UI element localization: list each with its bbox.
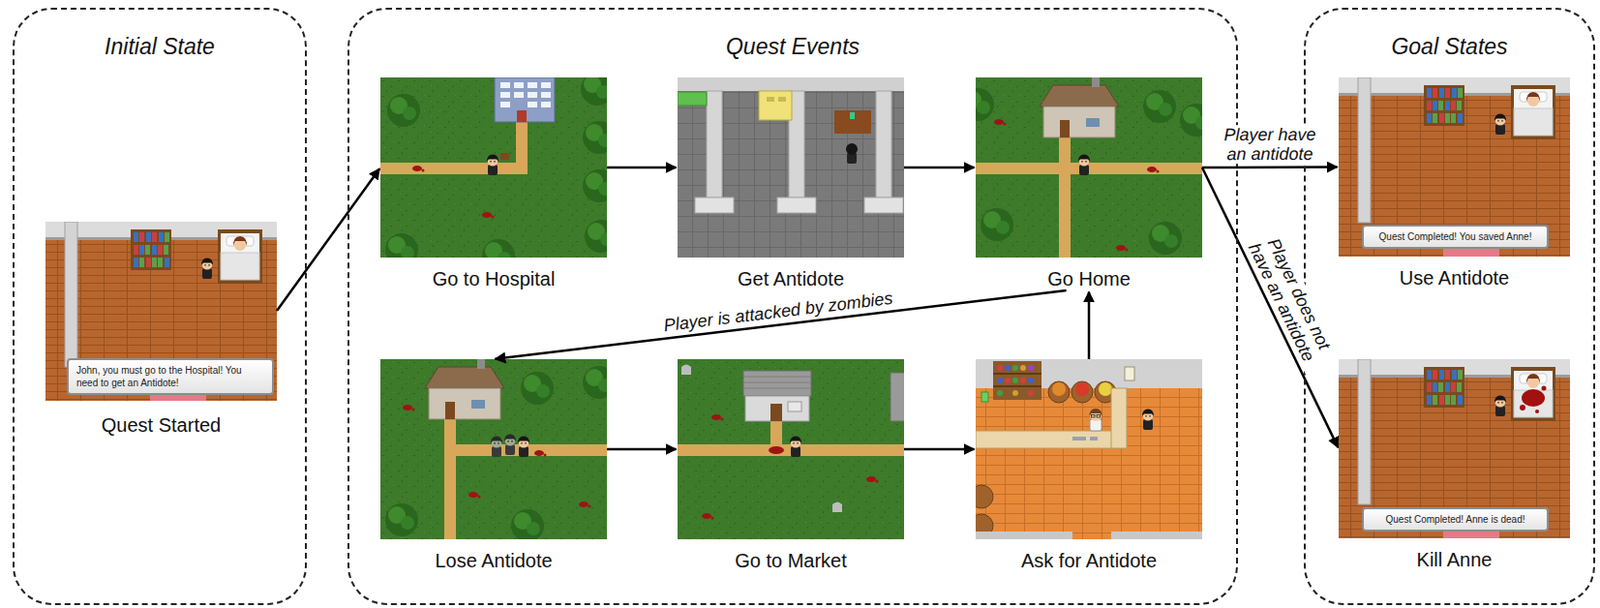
dialog-box: Quest Completed! You saved Anne!: [1361, 224, 1549, 249]
region-heading: Goal States: [1305, 32, 1594, 61]
flow-arrow: [904, 166, 975, 170]
edge-label: Player is attacked by zombies: [660, 287, 898, 335]
stage-region: Initial StateQuest Started John, you must…: [12, 7, 307, 605]
market-interior-scene: [969, 359, 1203, 540]
bedroom-scene: [1338, 77, 1570, 257]
quest-scene: Use Antidote Quest Completed! You saved A…: [1338, 77, 1570, 290]
bedroom-scene: [45, 221, 277, 401]
dialog-box: John, you must go to the Hospital! You n…: [66, 358, 274, 395]
quest-scene: Quest Started John, you must go to the Ho…: [45, 221, 277, 437]
edge-label: Player does not have an antidote: [1239, 221, 1341, 375]
zombie-attack-scene: [380, 359, 616, 543]
flow-arrow: [1202, 165, 1338, 169]
dialog-text: John, you must go to the Hospital! You n…: [76, 363, 265, 390]
dialog-box: Quest Completed! Anne is dead!: [1361, 507, 1549, 532]
flow-arrow: [606, 448, 677, 452]
quest-scene: Go to Market: [677, 359, 905, 573]
quest-scene: Kill Anne Quest Completed! Anne is dead!: [1338, 359, 1570, 572]
scene-caption: Go Home: [975, 267, 1203, 291]
dialog-text: Quest Completed! Anne is dead!: [1371, 513, 1540, 526]
scene-caption: Quest Started: [45, 413, 277, 437]
flow-arrow: [1202, 167, 1338, 448]
market-road-scene: [677, 359, 910, 540]
hospital-interior-scene: [677, 77, 905, 258]
quest-scene: Get Antidote: [677, 77, 905, 291]
scene-caption: Lose Antidote: [380, 548, 607, 573]
hospital-road-scene: [380, 72, 618, 272]
quest-scene: Lose Antidote: [380, 359, 607, 573]
scene-caption: Ask for Antidote: [975, 548, 1203, 573]
scene-caption: Go to Market: [677, 548, 905, 573]
quest-scene: Go to Hospital: [380, 77, 607, 291]
flow-arrow: [1087, 292, 1091, 361]
scene-caption: Get Antidote: [677, 267, 905, 291]
region-heading: Quest Events: [349, 32, 1237, 61]
flow-arrow: [276, 168, 380, 311]
scene-caption: Use Antidote: [1338, 266, 1570, 290]
quest-scene: Ask for Antidote: [975, 359, 1203, 573]
dialog-text: Quest Completed! You saved Anne!: [1371, 230, 1540, 243]
flow-arrow: [606, 166, 677, 170]
blood-stain: [1519, 386, 1547, 415]
stage-region: Goal StatesUse AntidoteQuest Completed! …: [1303, 7, 1596, 605]
scene-caption: Go to Hospital: [380, 267, 607, 291]
bedroom-scene: [1338, 359, 1570, 539]
region-heading: Initial State: [14, 32, 305, 61]
home-road-scene: [961, 77, 1213, 258]
quest-scene: Go Home: [975, 77, 1203, 291]
edge-label: Player have an antidote: [1212, 124, 1328, 164]
flow-arrow: [904, 448, 975, 452]
scene-caption: Kill Anne: [1338, 547, 1570, 572]
